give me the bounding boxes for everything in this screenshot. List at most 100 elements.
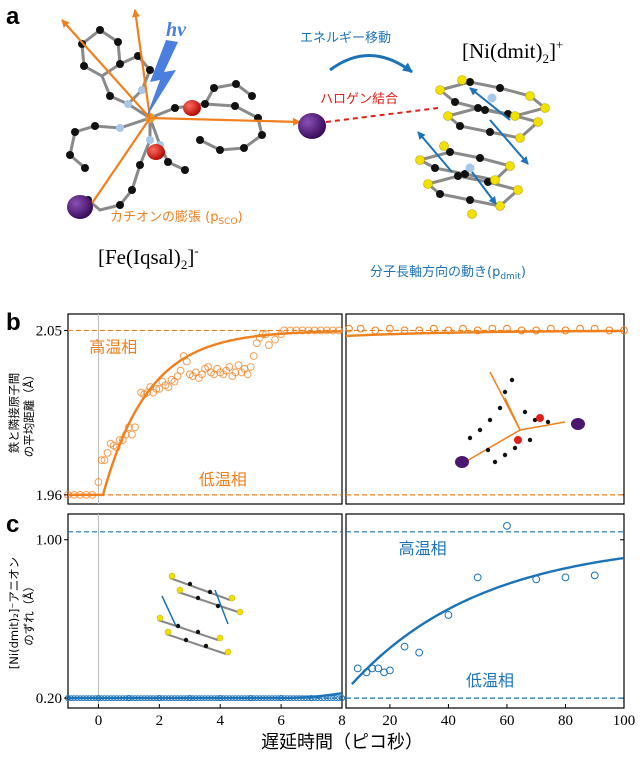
b-ylabel-line1: 鉄と隣接原子間 [7, 373, 21, 454]
oxygen-atom-2 [147, 144, 165, 160]
data-point [304, 326, 313, 335]
data-point [231, 368, 240, 377]
data-point [176, 366, 185, 375]
c-ylabel-line1: [Ni(dmit)₂]⁻アニオン [7, 557, 21, 669]
energy-transfer-arrow [329, 54, 413, 74]
panel-b-label: b [6, 309, 21, 336]
x-tick-label: 100 [613, 713, 636, 729]
inset-ring [157, 619, 219, 641]
inset-atom [522, 409, 528, 415]
inset-arrow [464, 429, 521, 463]
data-point [339, 695, 345, 701]
data-point [100, 456, 109, 465]
data-point [459, 324, 467, 333]
fit-curve [68, 330, 343, 497]
inset-atom [477, 427, 483, 433]
hv-label: hν [166, 19, 187, 41]
plot-frame [345, 313, 625, 505]
data-point [473, 573, 482, 582]
expansion-arrows [61, 9, 301, 219]
inset-iodine [571, 418, 585, 430]
x-tick-label: 6 [277, 713, 285, 729]
inset-atom [492, 459, 498, 465]
data-point [265, 341, 273, 349]
inset-sulfur [164, 628, 172, 636]
inset-ring [177, 591, 239, 613]
x-tick-label: 2 [156, 713, 164, 729]
b-ylabel-line2: の平均距離（Å） [21, 369, 36, 457]
data-point [345, 324, 353, 333]
data-point [316, 326, 325, 335]
high-temp-phase-label: 高温相 [89, 337, 137, 356]
plot-frame [345, 513, 625, 709]
x-tick-label: 60 [499, 713, 514, 729]
low-temp-phase-label: 低温相 [466, 671, 514, 690]
inset-atom [467, 435, 473, 441]
inset-carbon [215, 603, 221, 609]
fit-curve [350, 556, 625, 686]
data-point [310, 326, 319, 335]
data-point [94, 478, 103, 486]
inset-atom [509, 377, 515, 383]
halogen-bond-label: ハロゲン結合 [320, 92, 398, 107]
fe-complex-molecule [66, 26, 266, 212]
panel-b-right [345, 313, 628, 505]
lightning-icon [146, 40, 178, 118]
inset-atom [512, 445, 518, 451]
data-point [97, 456, 106, 465]
data-point [400, 642, 409, 651]
data-point [131, 423, 139, 432]
plot-frame [67, 313, 343, 505]
energy-transfer-label: エネルギー移動 [300, 31, 391, 46]
data-point [336, 695, 342, 701]
inset-ring [165, 633, 227, 655]
inset-carbon [207, 589, 213, 595]
inset-sulfur [168, 572, 176, 580]
long-axis-label: 分子長軸方向の動き(pdmit) [370, 264, 526, 282]
data-point [385, 324, 394, 333]
x-tick-label: 40 [441, 713, 456, 729]
data-point [353, 664, 362, 673]
inset-atom [527, 437, 533, 443]
inset-atom [497, 405, 503, 411]
data-point [444, 611, 453, 619]
inset-ring [169, 577, 231, 601]
data-point [561, 573, 570, 582]
inset-atom [487, 417, 493, 423]
data-point [128, 430, 136, 439]
data-point [385, 666, 394, 675]
inset-oxygen [514, 436, 522, 444]
x-tick-label: 80 [558, 713, 573, 729]
inset-atom [545, 419, 551, 425]
oxygen-atom-1 [183, 100, 201, 116]
inset-carbon [203, 643, 209, 649]
plot-frame [67, 513, 343, 709]
data-point [374, 664, 383, 673]
x-tick-label: 0 [95, 713, 103, 729]
halogen-bond-line [325, 107, 439, 123]
data-point [152, 385, 161, 393]
long-axis-arrows [417, 87, 529, 205]
inset-atom [485, 447, 491, 453]
inset-arrow [519, 421, 566, 431]
iodine-ion-center [298, 113, 326, 139]
y-tick-label: 2.05 [36, 323, 62, 339]
inset-arrow [504, 397, 521, 431]
data-point [590, 571, 599, 580]
data-point [333, 695, 339, 701]
inset-carbon [195, 629, 201, 635]
data-point [155, 385, 164, 393]
inset-arrow [161, 595, 177, 627]
b-ylabel: 鉄と隣接原子間 の平均距離（Å） [7, 369, 36, 457]
inset-sulfur [216, 634, 224, 642]
inset-carbon [187, 581, 193, 587]
panel-a-label: a [6, 3, 20, 30]
inset-sulfur [228, 594, 236, 602]
x-tick-label: 4 [216, 713, 224, 729]
inset-ni-stack [156, 572, 244, 656]
panel-c-label: c [6, 511, 19, 538]
inset-sulfur [176, 586, 184, 594]
